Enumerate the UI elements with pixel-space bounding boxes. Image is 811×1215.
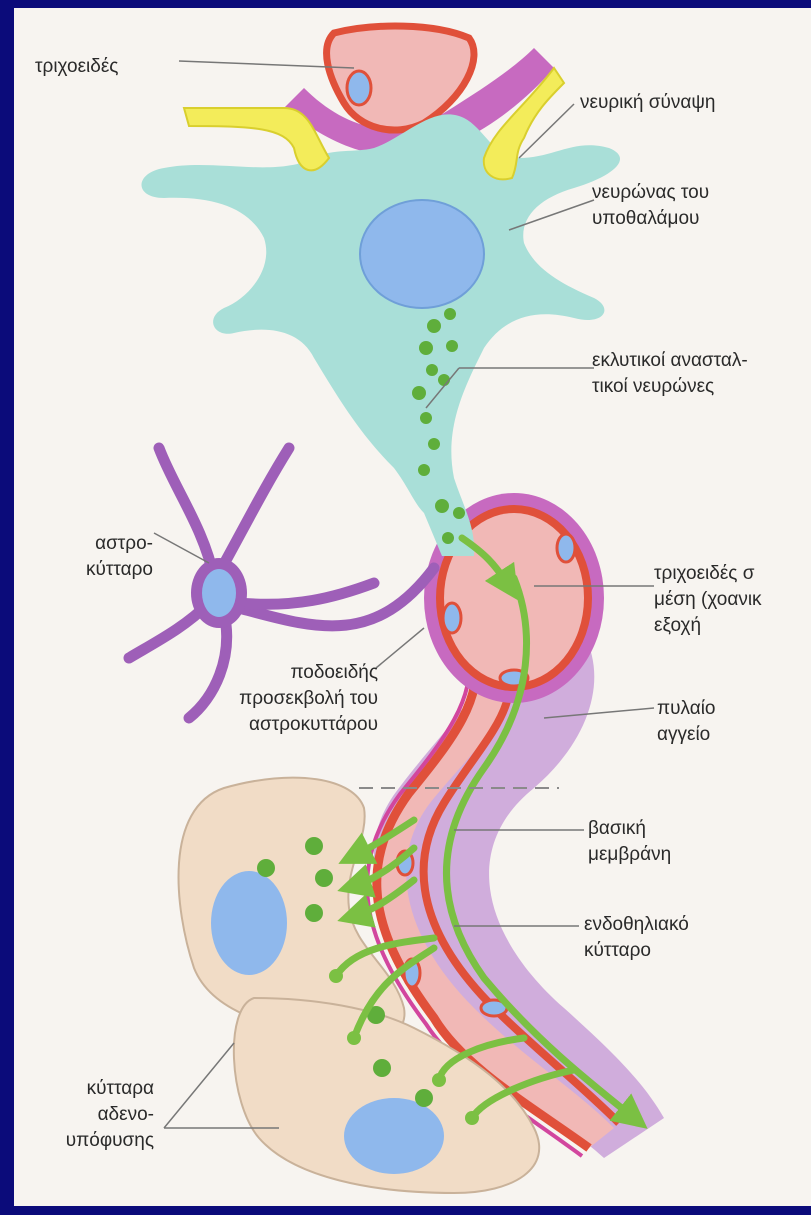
label-capillary-median-line-1: τριχοειδές σ	[654, 561, 762, 587]
label-synapse-text: νευρική σύναψη	[580, 90, 715, 116]
label-endothelial-cell-line-2: κύτταρο	[584, 938, 689, 964]
diagram-panel: τριχοειδές νευρική σύναψη νευρώνας του υ…	[14, 8, 811, 1206]
label-astrocyte-foot: ποδοειδής προσεκβολή του αστροκυττάρου	[194, 660, 378, 738]
hypothalamic-neuron	[142, 114, 621, 556]
label-hypothalamic-neuron-line-1: νευρώνας του	[592, 180, 709, 206]
label-adenohypophysis-cells-line-3: υπόφυσης	[44, 1128, 154, 1154]
neuron-body	[142, 114, 621, 556]
label-astrocyte-line-1: αστρο-	[69, 531, 153, 557]
label-portal-vessel-line-1: πυλαίο	[657, 696, 715, 722]
label-synapse: νευρική σύναψη	[580, 90, 715, 116]
label-astrocyte-foot-line-1: ποδοειδής	[194, 660, 378, 686]
label-astrocyte-foot-line-3: αστροκυττάρου	[194, 712, 378, 738]
gland-nucleus-upper	[211, 871, 287, 975]
capillary-nucleus-1	[443, 603, 461, 633]
label-hypothalamic-neuron-line-2: υποθαλάμου	[592, 206, 709, 232]
label-releasing-inhibiting: εκλυτικοί ανασταλ- τικοί νευρώνες	[592, 348, 748, 400]
label-adenohypophysis-cells-line-1: κύτταρα	[44, 1076, 154, 1102]
label-releasing-inhibiting-line-1: εκλυτικοί ανασταλ-	[592, 348, 748, 374]
label-astrocyte-foot-line-2: προσεκβολή του	[194, 686, 378, 712]
label-endothelial-cell: ενδοθηλιακό κύτταρο	[584, 912, 689, 964]
label-capillary-top-text: τριχοειδές	[35, 54, 118, 80]
label-hypothalamic-neuron: νευρώνας του υποθαλάμου	[592, 180, 709, 232]
label-portal-vessel: πυλαίο αγγείο	[657, 696, 715, 748]
label-capillary-median-line-2: μέση (χοανικ	[654, 587, 762, 613]
label-adenohypophysis-cells: κύτταρα αδενο- υπόφυσης	[44, 1076, 154, 1154]
capillary-nucleus-2	[557, 534, 575, 562]
label-basement-membrane: βασική μεμβράνη	[588, 816, 671, 868]
label-releasing-inhibiting-line-2: τικοί νευρώνες	[592, 374, 748, 400]
top-capillary-nucleus	[347, 71, 371, 105]
label-astrocyte: αστρο- κύτταρο	[69, 531, 153, 583]
neuron-nucleus	[360, 200, 484, 308]
label-basement-membrane-line-2: μεμβράνη	[588, 842, 671, 868]
label-astrocyte-line-2: κύτταρο	[69, 557, 153, 583]
label-basement-membrane-line-1: βασική	[588, 816, 671, 842]
label-portal-vessel-line-2: αγγείο	[657, 722, 715, 748]
label-capillary-top: τριχοειδές	[35, 54, 118, 80]
astrocyte-nucleus	[202, 569, 236, 617]
label-capillary-median-line-3: εξοχή	[654, 613, 762, 639]
label-capillary-median: τριχοειδές σ μέση (χοανικ εξοχή	[654, 561, 762, 639]
label-endothelial-cell-line-1: ενδοθηλιακό	[584, 912, 689, 938]
label-adenohypophysis-cells-line-2: αδενο-	[44, 1102, 154, 1128]
gland-nucleus-lower	[344, 1098, 444, 1174]
